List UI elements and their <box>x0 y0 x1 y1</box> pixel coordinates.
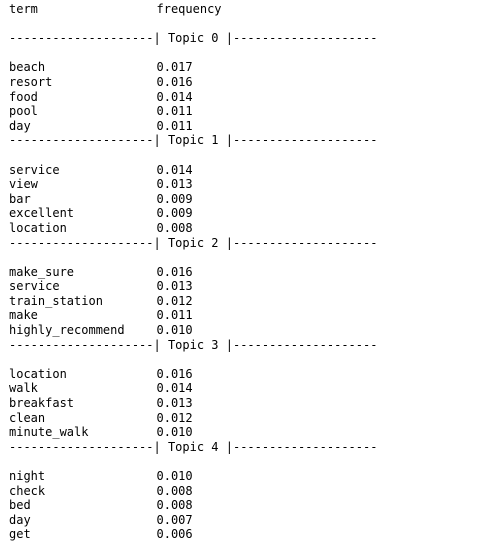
frequency-cell: 0.010 <box>156 425 193 440</box>
term-cell: walk <box>9 381 38 396</box>
term-cell: service <box>9 279 60 294</box>
topic-separator: --------------------| Topic 3 |---------… <box>9 337 378 352</box>
term-row: get 0.006 <box>9 527 484 542</box>
term-row: check 0.008 <box>9 484 484 499</box>
frequency-cell: 0.013 <box>156 279 193 294</box>
frequency-cell: 0.013 <box>156 177 193 192</box>
frequency-cell: 0.016 <box>156 74 193 89</box>
term-cell: food <box>9 89 38 104</box>
header-row: term frequency <box>9 2 484 17</box>
frequency-cell: 0.016 <box>156 366 193 381</box>
term-column-header: term <box>9 2 38 16</box>
term-row: day 0.011 <box>9 119 484 134</box>
term-cell: day <box>9 512 31 527</box>
topic-separator: --------------------| Topic 1 |---------… <box>9 133 378 148</box>
term-row: bar 0.009 <box>9 192 484 207</box>
term-cell: excellent <box>9 206 75 221</box>
term-row: day 0.007 <box>9 513 484 528</box>
term-row: service 0.014 <box>9 163 484 178</box>
frequency-cell: 0.006 <box>156 527 193 542</box>
blank-line <box>9 454 484 469</box>
term-row: pool 0.011 <box>9 104 484 119</box>
frequency-cell: 0.012 <box>156 293 193 308</box>
term-cell: get <box>9 527 31 542</box>
blank-line <box>9 46 484 61</box>
term-row: beach 0.017 <box>9 60 484 75</box>
term-row: excellent 0.009 <box>9 206 484 221</box>
term-cell: night <box>9 469 46 483</box>
term-cell: location <box>9 366 67 381</box>
term-cell: highly_recommend <box>9 323 125 338</box>
term-row: breakfast 0.013 <box>9 396 484 411</box>
topic-separator: --------------------| Topic 0 |---------… <box>9 31 378 46</box>
term-row: location 0.016 <box>9 367 484 382</box>
term-row: minute_walk 0.010 <box>9 425 484 440</box>
frequency-cell: 0.008 <box>156 483 193 498</box>
term-cell: breakfast <box>9 396 75 411</box>
frequency-cell: 0.010 <box>156 469 193 483</box>
frequency-cell: 0.012 <box>156 410 193 425</box>
blank-line <box>9 352 484 367</box>
topic-separator: --------------------| Topic 4 |---------… <box>9 439 378 454</box>
frequency-cell: 0.008 <box>156 220 193 235</box>
term-cell: service <box>9 162 60 177</box>
topic-separator: --------------------| Topic 2 |---------… <box>9 235 378 250</box>
term-row: location 0.008 <box>9 221 484 236</box>
frequency-cell: 0.013 <box>156 396 193 411</box>
frequency-cell: 0.011 <box>156 104 193 119</box>
frequency-cell: 0.016 <box>156 264 193 279</box>
frequency-cell: 0.009 <box>156 191 193 206</box>
topics-list: --------------------| Topic 0 |---------… <box>9 31 484 542</box>
frequency-cell: 0.011 <box>156 118 193 133</box>
term-row: food 0.014 <box>9 90 484 105</box>
term-cell: make <box>9 308 38 323</box>
term-cell: pool <box>9 104 38 119</box>
term-cell: make_sure <box>9 264 75 279</box>
frequency-cell: 0.010 <box>156 323 193 338</box>
term-cell: bed <box>9 498 31 513</box>
term-row: walk 0.014 <box>9 381 484 396</box>
term-row: night 0.010 <box>9 469 484 484</box>
frequency-cell: 0.008 <box>156 498 193 513</box>
term-row: view 0.013 <box>9 177 484 192</box>
term-cell: check <box>9 483 46 498</box>
term-row: clean 0.012 <box>9 411 484 426</box>
frequency-cell: 0.007 <box>156 512 193 527</box>
term-row: bed 0.008 <box>9 498 484 513</box>
term-cell: day <box>9 118 31 133</box>
frequency-column-header: frequency <box>156 2 222 16</box>
blank-line <box>9 17 484 32</box>
term-cell: minute_walk <box>9 425 89 440</box>
term-row: highly_recommend 0.010 <box>9 323 484 338</box>
frequency-cell: 0.014 <box>156 89 193 104</box>
term-cell: clean <box>9 410 46 425</box>
frequency-cell: 0.014 <box>156 381 193 396</box>
blank-line <box>9 250 484 265</box>
term-cell: resort <box>9 74 53 89</box>
term-cell: view <box>9 177 38 192</box>
term-row: make 0.011 <box>9 308 484 323</box>
term-row: make_sure 0.016 <box>9 265 484 280</box>
frequency-cell: 0.017 <box>156 60 193 75</box>
term-row: resort 0.016 <box>9 75 484 90</box>
frequency-cell: 0.009 <box>156 206 193 221</box>
term-cell: location <box>9 220 67 235</box>
term-row: service 0.013 <box>9 279 484 294</box>
console-output: term frequency --------------------| Topi… <box>9 2 484 542</box>
term-cell: bar <box>9 191 31 206</box>
term-row: train_station 0.012 <box>9 294 484 309</box>
blank-line <box>9 148 484 163</box>
term-cell: beach <box>9 60 46 75</box>
frequency-cell: 0.014 <box>156 162 193 177</box>
frequency-cell: 0.011 <box>156 308 193 323</box>
term-cell: train_station <box>9 293 103 308</box>
